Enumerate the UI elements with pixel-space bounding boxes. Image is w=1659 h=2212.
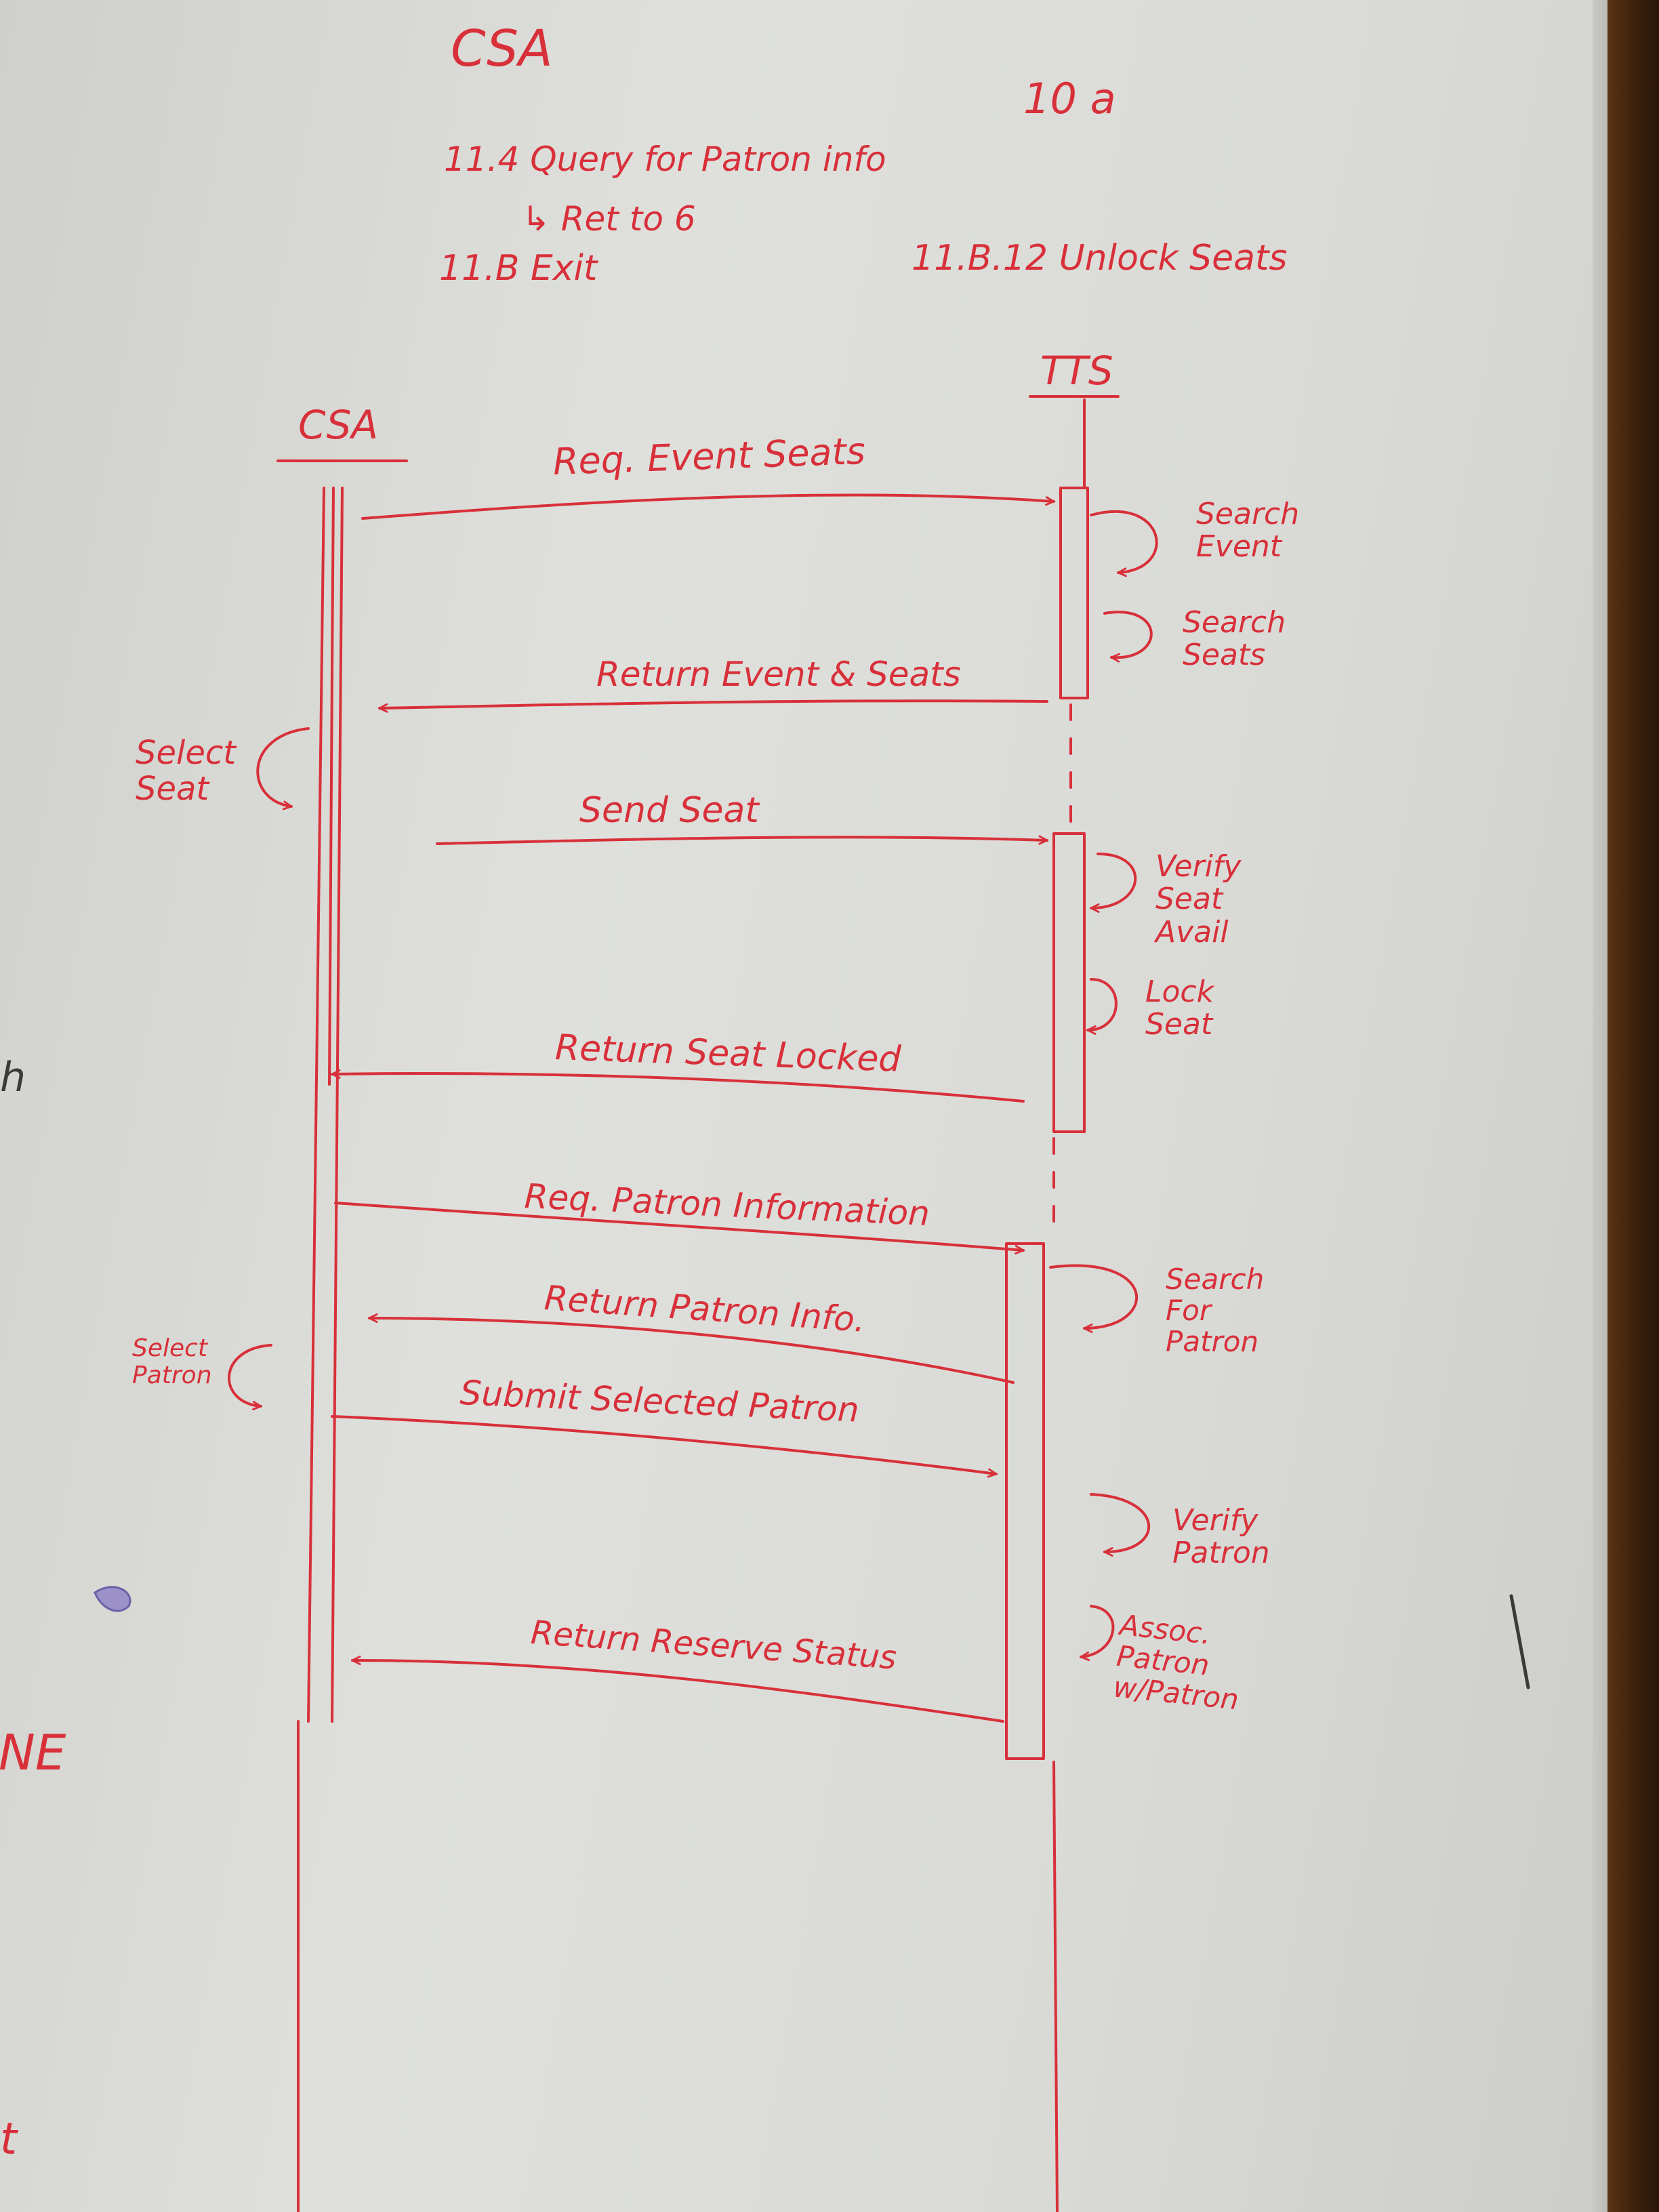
message-label-send-seat: Send Seat xyxy=(579,790,759,831)
self-loop-search-event xyxy=(1090,510,1158,573)
margin-mark-left-lower: NE xyxy=(0,1724,66,1781)
message-arrow-return-event-seats xyxy=(378,699,1048,708)
self-call-label-select-patron: Select Patron xyxy=(132,1334,212,1389)
tts-activation-1 xyxy=(1059,487,1089,699)
purple-smudge xyxy=(94,1586,131,1612)
margin-mark-left-bottom: t xyxy=(0,2114,18,2165)
self-loop-verify-seat xyxy=(1090,853,1136,908)
tts-lifeline-tail xyxy=(1052,1761,1059,2212)
tts-activation-3 xyxy=(1005,1242,1045,1760)
message-label-req-event-seats: Req. Event Seats xyxy=(552,429,866,483)
csa-activation-left xyxy=(307,487,325,1723)
lifeline-header-csa: CSA xyxy=(298,402,379,448)
self-loop-assoc-patron xyxy=(1081,1605,1115,1657)
header-note-2: ↳ Ret to 6 xyxy=(522,199,696,239)
self-call-label-verify-seat-avail: Verify Seat Avail xyxy=(1155,849,1242,949)
self-call-label-search-event: Search Event xyxy=(1196,497,1300,565)
self-loop-verify-patron xyxy=(1090,1493,1151,1552)
message-arrow-return-patron-info xyxy=(368,1318,1015,1384)
message-arrow-req-event-seats xyxy=(361,493,1055,520)
self-call-label-assoc-patron: Assoc. Patron w/Patron xyxy=(1111,1608,1241,1717)
self-call-label-search-for-patron: Search For Patron xyxy=(1166,1263,1265,1359)
message-arrow-return-reserve-status xyxy=(351,1660,1004,1723)
header-note-3: 11.B Exit xyxy=(439,248,598,289)
header-note-1: 11.4 Query for Patron info xyxy=(444,140,886,179)
whiteboard-frame-edge xyxy=(1593,0,1609,2212)
message-arrow-send-seat xyxy=(436,837,1048,845)
header-title: CSA xyxy=(451,20,553,78)
self-call-label-verify-patron: Verify Patron xyxy=(1172,1503,1270,1571)
tts-activation-2 xyxy=(1052,832,1086,1133)
self-call-label-search-seats: Search Seats xyxy=(1183,605,1286,673)
lifeline-header-tts: TTS xyxy=(1040,348,1113,394)
message-arrow-req-patron-information xyxy=(334,1202,1025,1250)
margin-mark-left-mid: h xyxy=(0,1054,26,1101)
message-arrow-return-seat-locked xyxy=(331,1073,1025,1103)
wooden-frame xyxy=(1607,0,1659,2212)
self-call-label-lock-seat: Lock Seat xyxy=(1145,975,1214,1042)
self-call-label-select-seat: Select Seat xyxy=(136,734,237,808)
csa-activation-right xyxy=(331,487,344,1723)
self-loop-lock-seat xyxy=(1086,978,1118,1030)
message-arrow-submit-selected-patron xyxy=(331,1415,996,1474)
self-loop-select-patron xyxy=(228,1344,272,1406)
header-note-4: 11.B.12 Unlock Seats xyxy=(912,238,1288,279)
self-loop-select-seat xyxy=(256,727,310,806)
stray-dark-mark xyxy=(1509,1594,1530,1689)
self-loop-search-patron xyxy=(1049,1264,1139,1328)
header-code: 10 a xyxy=(1023,74,1116,123)
message-label-return-event-seats: Return Event & Seats xyxy=(596,655,961,694)
csa-activation-mid xyxy=(328,487,335,1086)
self-loop-search-seats xyxy=(1103,611,1153,657)
